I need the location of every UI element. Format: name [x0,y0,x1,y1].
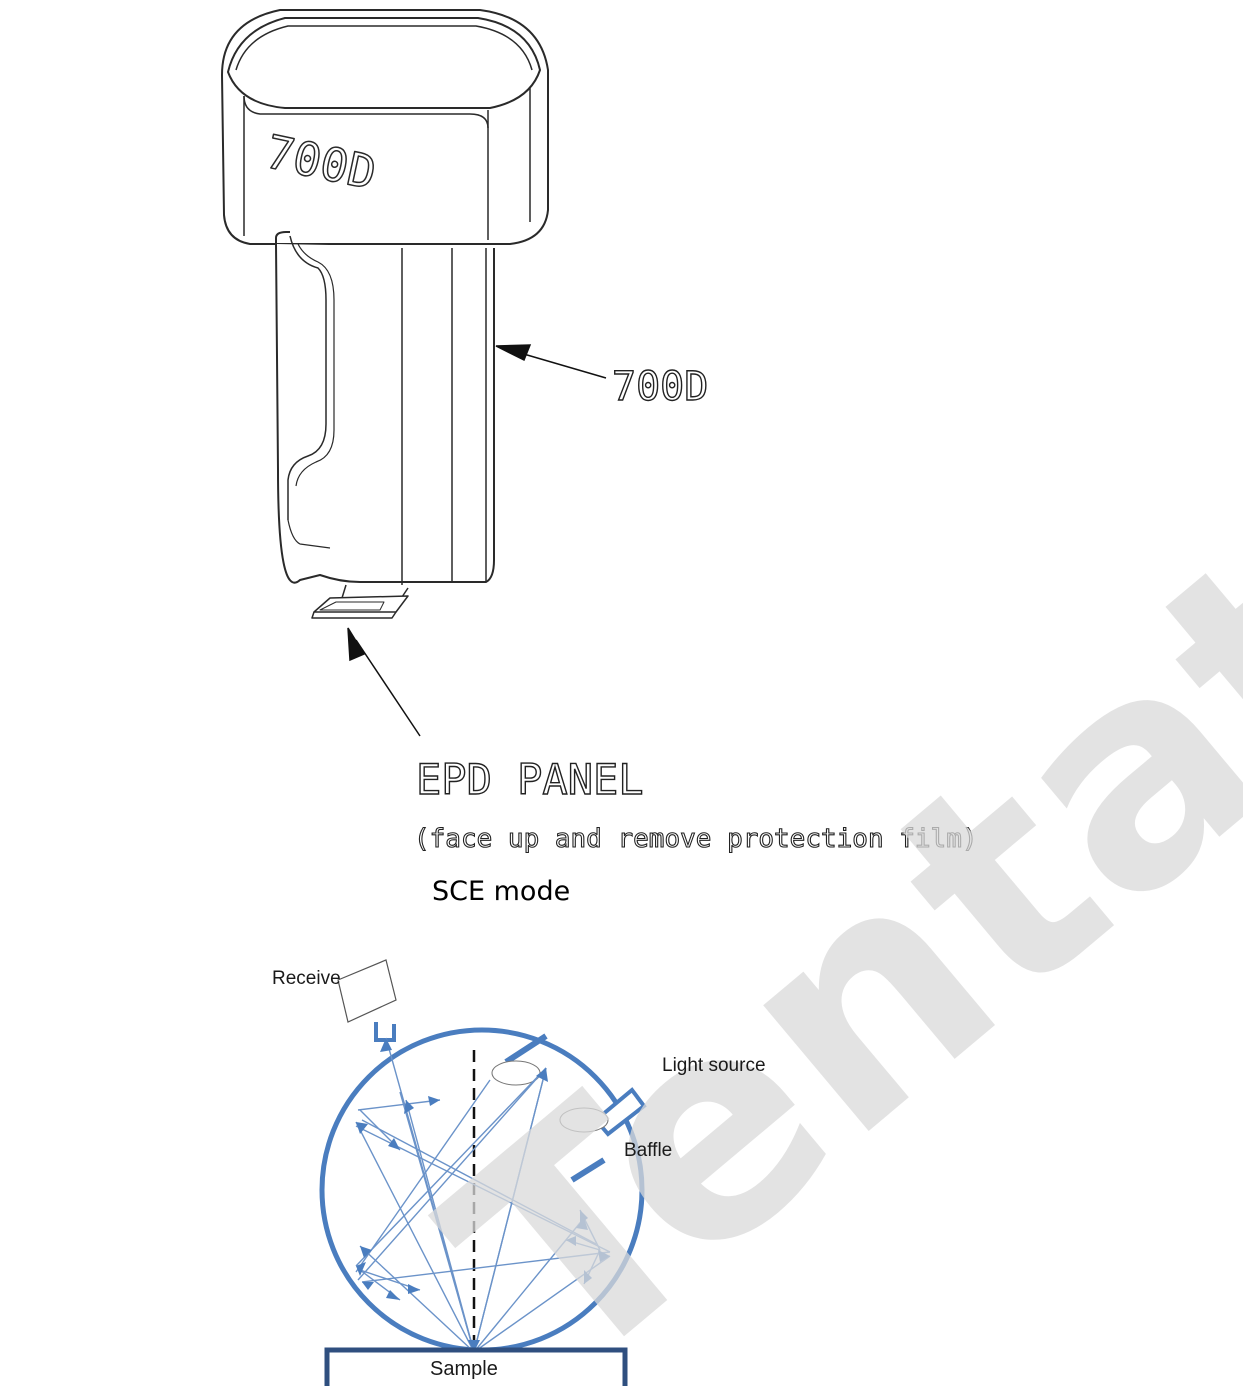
callout-label-700d: 700D [612,364,708,410]
ray-lines [355,1037,611,1353]
baffle-label: Baffle [624,1140,673,1161]
arrow-head-700d [495,344,532,362]
top-port-edge [504,1033,548,1065]
epd-panel-subtitle: (face up and remove protection film) [414,824,978,854]
sce-mode-box [410,862,600,924]
epd-panel-title: EPD PANEL [416,755,644,804]
sphere-diagram [319,959,647,1386]
receive-label: Receive [272,968,341,989]
arrow-head-epd [347,627,366,662]
ray-arrowheads [356,1038,610,1352]
light-source-ellipse [559,1107,609,1133]
light-source-label: Light source [662,1055,766,1076]
callout-arrows [347,344,607,737]
light-source-tube [593,1087,647,1137]
sample-plate [324,1347,628,1386]
receiver-port [374,1022,396,1042]
sample-label: Sample [430,1358,498,1380]
sce-mode-title: SCE mode [432,876,571,907]
receiver-box [337,959,397,1023]
baffle [570,1157,606,1183]
device-drawing: 700D [221,9,549,619]
